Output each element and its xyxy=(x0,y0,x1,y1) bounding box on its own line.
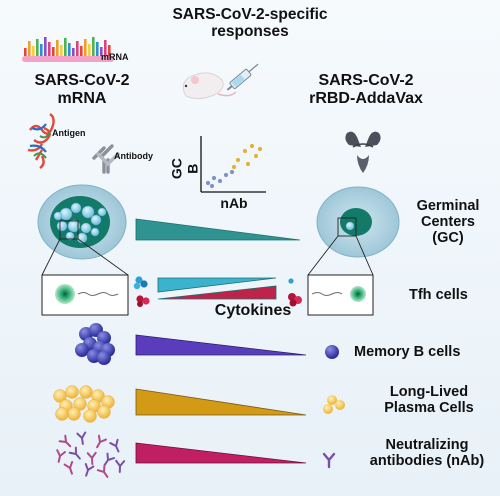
gc-wedge xyxy=(135,218,301,241)
memory-b-cell-single-icon xyxy=(325,345,339,359)
mouse-icon xyxy=(182,72,237,100)
scatter-point xyxy=(209,183,215,189)
cytokine-wedge xyxy=(157,285,277,300)
nab-antibody-single-icon xyxy=(322,452,336,469)
syringe-icon xyxy=(226,63,259,91)
row-label-cytokines: Cytokines xyxy=(214,302,292,319)
row-label-memory-b: Memory B cells xyxy=(354,344,461,360)
scatter-point xyxy=(257,146,263,152)
antibody-icon xyxy=(92,144,120,174)
plot-x-label: nAb xyxy=(220,195,248,211)
row-label-tfh: Tfh cells xyxy=(409,287,468,303)
title-line-2: responses xyxy=(211,23,289,41)
gc-label-line-1: Germinal xyxy=(416,198,480,214)
scatter-point xyxy=(205,180,211,186)
mrna-label: mRNA xyxy=(101,52,129,62)
scatter-point xyxy=(253,153,259,159)
right-vaccine-line-1: SARS-CoV-2 xyxy=(318,72,414,89)
nab-wedge xyxy=(135,442,307,464)
left-vaccine-line-1: SARS-CoV-2 xyxy=(34,72,130,89)
plot-y-label: GC B xyxy=(168,158,200,180)
right-vaccine-line-2: rRBD-AddaVax xyxy=(309,89,423,107)
wedges xyxy=(135,218,307,464)
scatter-point xyxy=(231,164,237,170)
scatter-point xyxy=(229,169,235,175)
scatter-point xyxy=(249,143,255,149)
zoom-guide-lines xyxy=(41,217,374,276)
tfh-cell-icon xyxy=(55,284,75,304)
row-label-nab: Neutralizing antibodies (nAb) xyxy=(356,437,498,469)
gc-label-line-3: (GC) xyxy=(432,230,464,247)
right-vaccine-label: SARS-CoV-2 rRBD-AddaVax xyxy=(292,72,440,108)
tfh-zoom-left xyxy=(41,274,129,316)
memory-b-cell-icon xyxy=(75,323,115,365)
plasma-wedge xyxy=(135,388,307,416)
scatter-point xyxy=(223,172,229,178)
mrna-strand-icon xyxy=(22,37,114,62)
scatter-point xyxy=(245,161,251,167)
plasma-cell-small-icon xyxy=(323,395,345,414)
cytokine-dots xyxy=(133,276,302,307)
memory-wedge xyxy=(135,334,307,356)
nab-label-line-1: Neutralizing xyxy=(385,437,469,453)
tfh-wedge xyxy=(157,277,277,293)
scatter-point xyxy=(217,178,223,184)
gc-label-line-2: Centers xyxy=(421,214,475,231)
scatter-point xyxy=(235,157,241,163)
antigen-label: Antigen xyxy=(52,128,86,138)
row-label-llpc: Long-Lived Plasma Cells xyxy=(360,384,498,416)
adjuvant-protein-icon xyxy=(345,131,381,173)
antigen-protein-icon xyxy=(27,113,55,169)
title-line-1: SARS-CoV-2-specific xyxy=(172,6,328,23)
mini-scatter-plot xyxy=(200,136,266,193)
llpc-label-line-1: Long-Lived xyxy=(389,384,469,400)
row-label-gc: Germinal Centers (GC) xyxy=(398,198,498,247)
antibody-label: Antibody xyxy=(114,151,153,161)
main-title: SARS-CoV-2-specific responses xyxy=(140,6,360,41)
germinal-center-small-icon xyxy=(316,186,400,258)
left-vaccine-line-2: mRNA xyxy=(57,89,107,107)
tfh-zoom-right xyxy=(307,274,374,316)
left-vaccine-label: SARS-CoV-2 mRNA xyxy=(22,72,142,108)
llpc-label-line-2: Plasma Cells xyxy=(384,400,474,417)
germinal-center-icon xyxy=(37,184,127,260)
nab-antibody-icon xyxy=(56,431,126,478)
nab-label-line-2: antibodies (nAb) xyxy=(369,453,485,470)
scatter-point xyxy=(211,175,217,181)
scatter-point xyxy=(242,148,248,154)
plasma-cell-icon xyxy=(53,385,115,423)
